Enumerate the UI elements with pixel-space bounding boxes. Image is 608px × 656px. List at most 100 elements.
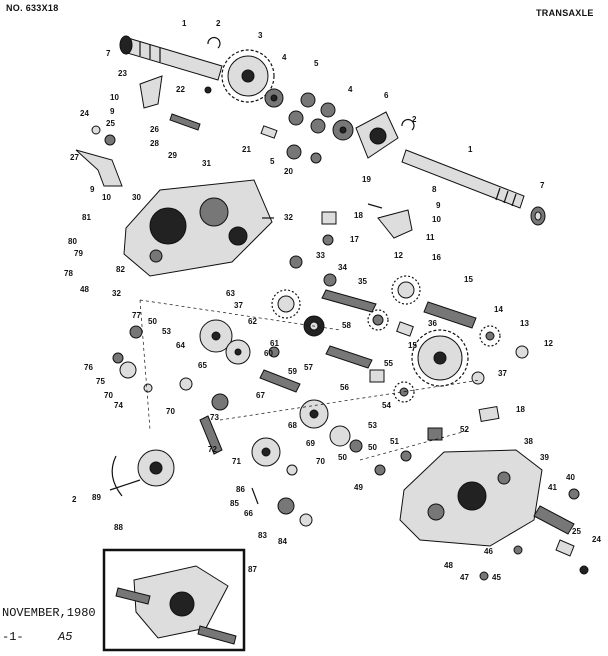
shaft-59[interactable] [259, 369, 301, 393]
bearing-36[interactable] [396, 321, 414, 337]
gear-4a[interactable] [264, 88, 284, 108]
shift-fork-27[interactable] [75, 149, 123, 187]
bolt-46[interactable] [513, 545, 523, 555]
bearing-53[interactable] [349, 439, 363, 453]
callout-48: 48 [444, 561, 453, 570]
differential-carrier-6[interactable] [355, 111, 399, 159]
gear-3[interactable] [221, 49, 275, 103]
washer-74[interactable] [143, 383, 153, 393]
case-half-31[interactable] [123, 179, 273, 277]
washer-17[interactable] [322, 234, 334, 246]
footer-page: -1- [2, 630, 24, 644]
gear-77[interactable] [129, 325, 143, 339]
callout-36: 36 [428, 319, 437, 328]
shaft-35[interactable] [321, 289, 377, 313]
washer-50[interactable] [374, 464, 386, 476]
gear-71[interactable] [251, 437, 281, 467]
gear-69[interactable] [329, 425, 351, 447]
gear-34[interactable] [323, 273, 337, 287]
washer-22[interactable] [204, 86, 212, 94]
callout-13: 13 [520, 319, 529, 328]
callout-70: 70 [166, 407, 175, 416]
washer-83[interactable] [277, 497, 295, 515]
case-half-39[interactable] [399, 449, 543, 547]
snap-ring-2b[interactable] [401, 118, 415, 131]
bracket-11[interactable] [377, 209, 413, 239]
callout-62: 62 [248, 317, 257, 326]
washer-24[interactable] [91, 125, 101, 135]
gear-58[interactable] [367, 309, 389, 331]
shaft-57[interactable] [325, 345, 373, 369]
gear-68[interactable] [299, 399, 329, 429]
bearing-73[interactable] [211, 393, 229, 411]
spacer-21[interactable] [260, 125, 278, 139]
brake-hub-88[interactable] [109, 449, 175, 491]
callout-81: 81 [82, 213, 91, 222]
bushing-7[interactable] [530, 206, 546, 226]
bushing-20[interactable] [310, 152, 322, 164]
pin-19[interactable] [367, 203, 383, 209]
callout-85: 85 [230, 499, 239, 508]
gear-13[interactable] [479, 325, 501, 347]
gear-33[interactable] [289, 255, 303, 269]
callout-40: 40 [566, 473, 575, 482]
bolt-86[interactable] [251, 487, 259, 505]
snap-ring-2a[interactable] [207, 36, 221, 49]
callout-10: 10 [432, 215, 441, 224]
callout-24: 24 [592, 535, 601, 544]
washer-12[interactable] [515, 345, 529, 359]
callout-50: 50 [148, 317, 157, 326]
spacer-25[interactable] [555, 539, 575, 557]
callout-37: 37 [234, 301, 243, 310]
nut-24[interactable] [579, 565, 589, 575]
gear-62[interactable] [271, 289, 301, 319]
callout-82: 82 [116, 265, 125, 274]
bearing-25[interactable] [104, 134, 116, 146]
callout-10: 10 [110, 93, 119, 102]
gear-60[interactable] [268, 346, 280, 358]
callout-75: 75 [96, 377, 105, 386]
callout-10: 10 [102, 193, 111, 202]
shaft-14[interactable] [423, 301, 477, 329]
callout-66: 66 [244, 509, 253, 518]
gear-55[interactable] [411, 329, 469, 387]
washer-70b[interactable] [286, 464, 298, 476]
screw-45[interactable] [479, 571, 489, 581]
pinion-cluster-5[interactable] [288, 92, 336, 134]
callout-45: 45 [492, 573, 501, 582]
gear-4b[interactable] [332, 119, 354, 141]
callout-3: 3 [258, 31, 263, 40]
callout-2: 2 [412, 115, 417, 124]
axle-shaft-left[interactable] [119, 35, 223, 81]
shift-lever-23[interactable] [139, 75, 163, 109]
callout-18: 18 [354, 211, 363, 220]
callout-60: 60 [264, 349, 273, 358]
gear-75[interactable] [119, 361, 137, 379]
gear-64[interactable] [199, 319, 233, 353]
callout-79: 79 [74, 249, 83, 258]
callout-25: 25 [106, 119, 115, 128]
callout-20: 20 [284, 167, 293, 176]
bearing-52[interactable] [427, 427, 443, 441]
gear-65[interactable] [225, 339, 251, 365]
callout-32: 32 [284, 213, 293, 222]
shaft-72[interactable] [199, 415, 223, 455]
callout-48: 48 [80, 285, 89, 294]
washer-70a[interactable] [179, 377, 193, 391]
bearing-76[interactable] [112, 352, 124, 364]
axle-stub-41[interactable] [533, 505, 575, 535]
shift-rod-26[interactable] [169, 113, 201, 131]
washer-84[interactable] [299, 513, 313, 527]
bearing-56[interactable] [369, 369, 385, 383]
brake-band-89[interactable] [111, 455, 123, 497]
gear-16[interactable] [391, 275, 421, 305]
seal-40[interactable] [568, 488, 580, 500]
washer-51[interactable] [400, 450, 412, 462]
callout-7: 7 [106, 49, 111, 58]
bearing-18b[interactable] [478, 405, 500, 423]
axle-shaft-right[interactable] [401, 149, 525, 209]
washer-37[interactable] [471, 371, 485, 385]
bearing-18a[interactable] [321, 211, 337, 225]
callout-65: 65 [198, 361, 207, 370]
gear-5c[interactable] [286, 144, 302, 160]
